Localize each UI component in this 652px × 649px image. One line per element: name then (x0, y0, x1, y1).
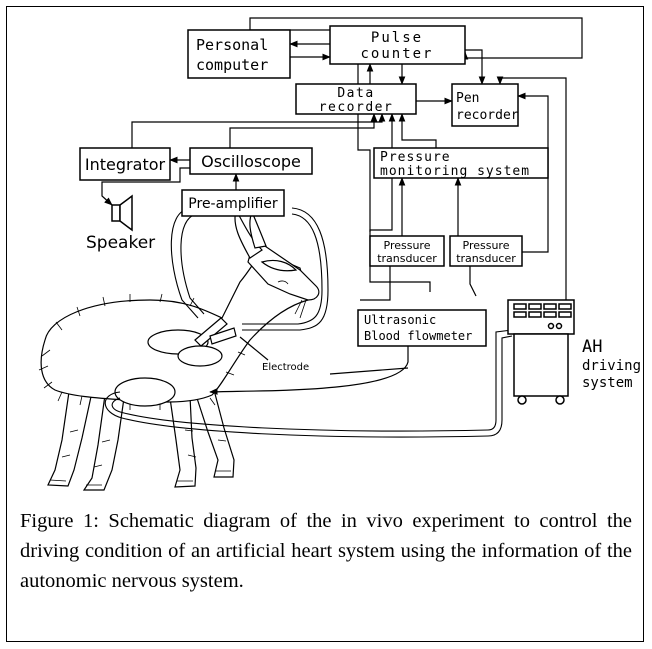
pressure-monitoring-label-1: Pressure (380, 150, 451, 165)
pulse-counter-label-1: Pulse (371, 30, 423, 46)
pre-amplifier-cable (170, 207, 329, 331)
electrode-wire (239, 336, 269, 361)
box-data-recorder: Data recorder (295, 83, 417, 115)
pressure-transducer-2-label-1: Pressure (463, 239, 510, 252)
box-pen-recorder: Pen recorder (451, 83, 519, 127)
box-pressure-monitoring: Pressure monitoring system (373, 147, 549, 179)
box-pre-amplifier: Pre-amplifier (181, 189, 285, 217)
flow-tube (104, 329, 513, 438)
box-ultrasonic-flowmeter: Ultrasonic Blood flowmeter (357, 309, 487, 347)
ultrasonic-label-1: Ultrasonic (364, 313, 436, 327)
box-pressure-transducer-2: Pressure transducer (449, 235, 523, 267)
pulse-counter-label-2: counter (360, 46, 433, 62)
ah-label-1: AH (582, 337, 602, 357)
pressure-transducer-1-label-2: transducer (377, 252, 437, 265)
pressure-transducer-2-label-2: transducer (456, 252, 516, 265)
ultrasonic-label-2: Blood flowmeter (364, 329, 472, 343)
box-integrator: Integrator (79, 147, 171, 181)
box-oscilloscope: Oscilloscope (189, 147, 313, 175)
pre-amplifier-label: Pre-amplifier (188, 196, 278, 212)
personal-computer-label-2: computer (196, 56, 268, 74)
pressure-transducer-1-label-1: Pressure (384, 239, 431, 252)
pressure-monitoring-label-2: monitoring system (380, 164, 530, 179)
oscilloscope-label: Oscilloscope (201, 152, 301, 171)
ah-label-2: driving (582, 358, 641, 374)
pen-recorder-label-1: Pen (456, 91, 479, 106)
electrode-label: Electrode (262, 362, 309, 373)
box-pressure-transducer-1: Pressure transducer (369, 235, 445, 267)
figure-caption: Figure 1: Schematic diagram of the in vi… (20, 510, 632, 592)
box-pulse-counter: Pulse counter (329, 25, 466, 65)
pen-recorder-label-2: recorder (456, 108, 519, 123)
data-recorder-label-2: recorder (319, 100, 394, 115)
speaker-icon (111, 194, 133, 232)
experiment-diagram: Personal computer Pulse counter Data rec… (38, 17, 641, 491)
ah-driving-console-icon (507, 299, 575, 405)
goat-illustration (38, 208, 320, 491)
speaker-label: Speaker (86, 233, 155, 253)
personal-computer-label-1: Personal (196, 36, 268, 54)
box-personal-computer: Personal computer (187, 29, 291, 79)
integrator-label: Integrator (85, 155, 166, 174)
ah-label-3: system (582, 375, 633, 391)
data-recorder-label-1: Data (337, 86, 374, 101)
